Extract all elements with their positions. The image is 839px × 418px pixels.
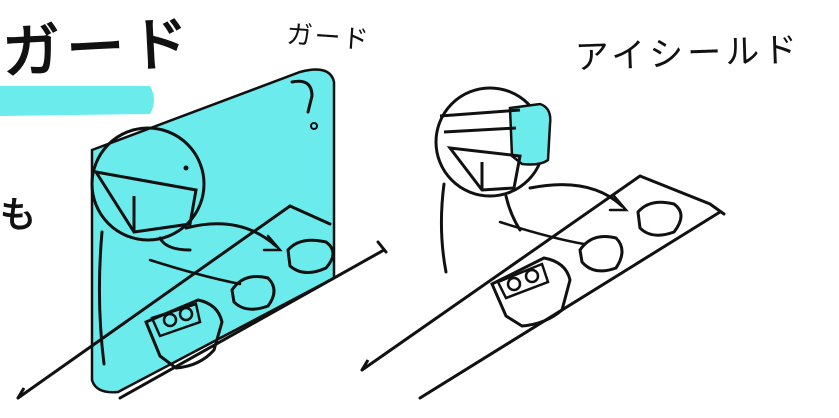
side-character: も [0,186,38,238]
heading-highlight [0,86,154,116]
tray-right [362,176,724,398]
eye-shield-figure [362,88,724,398]
eye-shield-label: アイシールド [574,22,802,79]
guard-panel [92,70,334,393]
dish-4 [580,237,622,271]
person-body-2 [441,184,520,272]
guard-figure [18,70,386,398]
dish-3 [638,202,681,235]
guard-label: ガード [285,14,371,57]
person-arm-2 [530,185,622,206]
person-eye [184,166,189,171]
person-mask-2 [450,148,520,190]
heading-fragment: ガード [0,0,196,90]
